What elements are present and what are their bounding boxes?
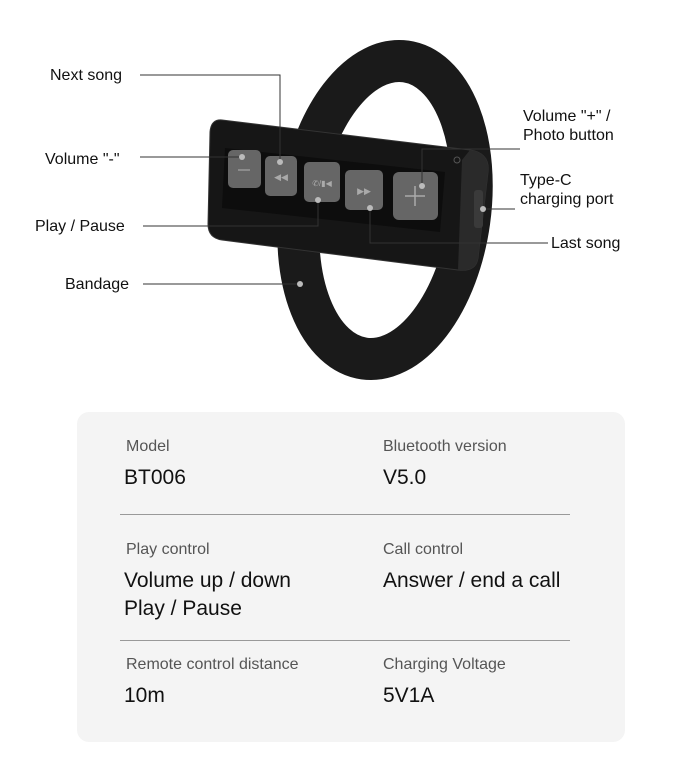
callout-dots xyxy=(239,154,486,287)
callout-next-song: Next song xyxy=(50,67,123,84)
callout-volume-plus: Volume "+" / Photo button xyxy=(523,107,614,145)
previous-button: ◀◀ xyxy=(265,156,297,196)
svg-text:✆/▮◀: ✆/▮◀ xyxy=(312,179,332,188)
callout-lines xyxy=(140,74,548,285)
svg-text:▶▶: ▶▶ xyxy=(357,186,371,196)
spec-label-call-control: Call control xyxy=(383,541,464,558)
spec-value-voltage: 5V1A xyxy=(383,684,435,707)
volume-minus-button xyxy=(228,150,261,188)
spec-value-call-control: Answer / end a call xyxy=(383,569,561,592)
divider xyxy=(120,514,570,515)
callout-line: Photo button xyxy=(523,127,614,144)
divider xyxy=(120,640,570,641)
callout-bandage: Bandage xyxy=(65,276,130,293)
callout-line: charging port xyxy=(520,191,614,208)
spec-value-play-control-2: Play / Pause xyxy=(124,597,242,620)
spec-value-bluetooth: V5.0 xyxy=(383,466,427,489)
callout-typec: Type-C charging port xyxy=(520,171,613,209)
spec-label-distance: Remote control distance xyxy=(126,656,299,673)
spec-value-distance: 10m xyxy=(124,684,165,707)
volume-plus-button xyxy=(393,172,438,220)
spec-value-model: BT006 xyxy=(124,466,186,489)
callout-volume-minus: Volume "-" xyxy=(45,151,120,168)
callout-play-pause: Play / Pause xyxy=(35,218,125,235)
typec-port xyxy=(474,190,483,228)
spec-label-model: Model xyxy=(126,438,170,455)
next-button: ▶▶ xyxy=(345,170,383,210)
spec-value-play-control-1: Volume up / down xyxy=(124,569,291,592)
svg-text:◀◀: ◀◀ xyxy=(274,172,288,182)
product-diagram: ◀◀ ✆/▮◀ ▶▶ xyxy=(140,39,548,381)
specs-card: Model BT006 Bluetooth version V5.0 Play … xyxy=(77,412,625,742)
callout-last-song: Last song xyxy=(551,235,621,252)
spec-label-bluetooth: Bluetooth version xyxy=(383,438,507,455)
spec-label-play-control: Play control xyxy=(126,541,210,558)
callout-line: Volume "+" / xyxy=(523,108,611,125)
remote-device: ◀◀ ✆/▮◀ ▶▶ xyxy=(207,119,489,271)
callout-line: Type-C xyxy=(520,172,572,189)
spec-label-voltage: Charging Voltage xyxy=(383,656,506,673)
call-play-button: ✆/▮◀ xyxy=(304,162,340,202)
